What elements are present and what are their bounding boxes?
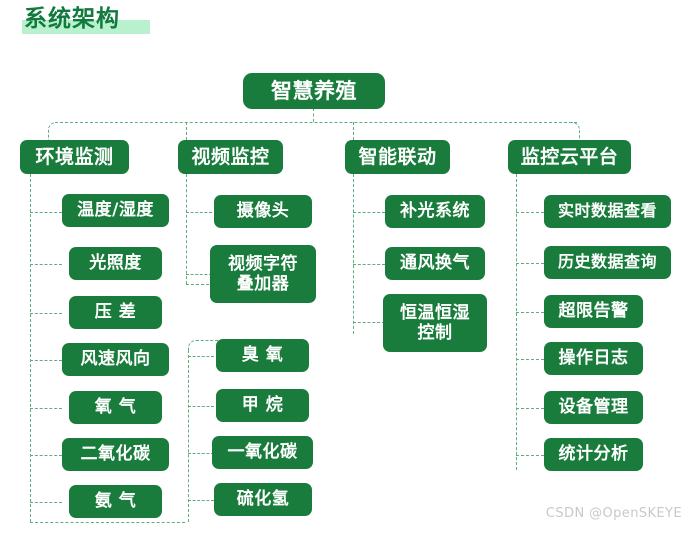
connector-elbow-left (48, 122, 58, 141)
connector-level2-bus (55, 122, 577, 123)
node-leaf-threshold-alarm[interactable]: 超限告警 (544, 295, 643, 328)
node-leaf-history-data-query[interactable]: 历史数据查询 (544, 246, 671, 279)
connector-drop-video (186, 122, 187, 140)
node-leaf-constant-temp-humidity-control[interactable]: 恒温恒湿 控制 (383, 294, 487, 352)
node-branch-intelligent-linkage[interactable]: 智能联动 (345, 140, 450, 174)
connector-elbow-right (570, 122, 580, 141)
node-leaf-operation-log[interactable]: 操作日志 (544, 342, 643, 375)
node-leaf-realtime-data-view[interactable]: 实时数据查看 (544, 195, 671, 228)
title-highlight (22, 20, 150, 34)
connector-stub-c1-6 (30, 502, 62, 503)
connector-stub-c4-1 (516, 263, 544, 264)
connector-stub-c3-1 (353, 264, 385, 265)
connector-stub-c4-5 (516, 455, 544, 456)
connector-spine-col2a (186, 174, 187, 284)
connector-stub-c4-3 (516, 359, 544, 360)
connector-stub-c1-2 (30, 313, 62, 314)
connector-elbow-col2b (188, 340, 199, 353)
connector-stub-c3-2 (353, 322, 385, 323)
node-leaf-illuminance[interactable]: 光照度 (69, 247, 162, 280)
node-leaf-wind-speed-direction[interactable]: 风速风向 (62, 343, 169, 376)
connector-spine-col2a-foot (186, 284, 214, 285)
node-leaf-oxygen[interactable]: 氧 气 (69, 391, 162, 424)
node-leaf-statistical-analysis[interactable]: 统计分析 (544, 438, 643, 471)
connector-root-down (313, 108, 314, 122)
node-root-smart-farming[interactable]: 智慧养殖 (243, 73, 385, 109)
connector-spine-col2b-head (196, 340, 218, 341)
connector-stub-c1-1 (30, 264, 62, 265)
connector-stub-c1-3 (30, 360, 62, 361)
node-leaf-ozone[interactable]: 臭 氧 (216, 339, 309, 372)
connector-stub-c2a-0 (186, 212, 212, 213)
node-leaf-hydrogen-sulfide[interactable]: 硫化氢 (214, 483, 312, 516)
connector-stub-c2b-0 (188, 356, 214, 357)
connector-drop-linkage (353, 122, 354, 140)
node-leaf-ammonia[interactable]: 氨 气 (69, 485, 162, 518)
connector-stub-c1-5 (30, 455, 62, 456)
connector-stub-c3-0 (353, 212, 385, 213)
connector-spine-col1-foot (30, 522, 185, 523)
connector-spine-col2b (188, 350, 189, 522)
connector-stub-c2b-1 (188, 406, 214, 407)
connector-stub-c4-2 (516, 312, 544, 313)
node-leaf-pressure-difference[interactable]: 压 差 (69, 296, 162, 329)
connector-stub-c2b-3 (188, 500, 214, 501)
node-leaf-video-character-overlay[interactable]: 视频字符 叠加器 (210, 245, 316, 303)
connector-stub-c2a-1 (186, 274, 212, 275)
node-branch-environment-monitoring[interactable]: 环境监测 (20, 140, 129, 174)
watermark: CSDN @OpenSKEYE (545, 506, 682, 521)
page-title: 系统架构 (24, 6, 120, 32)
connector-stub-c1-4 (30, 408, 62, 409)
node-branch-video-surveillance[interactable]: 视频监控 (178, 140, 283, 174)
connector-stub-c2b-2 (188, 453, 214, 454)
connector-stub-c4-4 (516, 408, 544, 409)
node-leaf-carbon-monoxide[interactable]: 一氧化碳 (212, 436, 313, 469)
node-leaf-device-management[interactable]: 设备管理 (544, 391, 643, 424)
node-leaf-methane[interactable]: 甲 烷 (216, 389, 309, 422)
node-leaf-supplementary-lighting[interactable]: 补光系统 (385, 195, 485, 228)
node-branch-cloud-platform[interactable]: 监控云平台 (508, 140, 631, 174)
connector-stub-c1-0 (30, 212, 62, 213)
connector-spine-col4 (516, 174, 517, 470)
node-leaf-temperature-humidity[interactable]: 温度/湿度 (62, 194, 169, 227)
connector-spine-col1 (30, 174, 31, 522)
connector-stub-c4-0 (516, 212, 544, 213)
node-leaf-ventilation[interactable]: 通风换气 (385, 247, 485, 280)
node-leaf-camera[interactable]: 摄像头 (214, 195, 312, 228)
connector-spine-col3 (353, 174, 354, 334)
node-leaf-carbon-dioxide[interactable]: 二氧化碳 (62, 438, 169, 471)
